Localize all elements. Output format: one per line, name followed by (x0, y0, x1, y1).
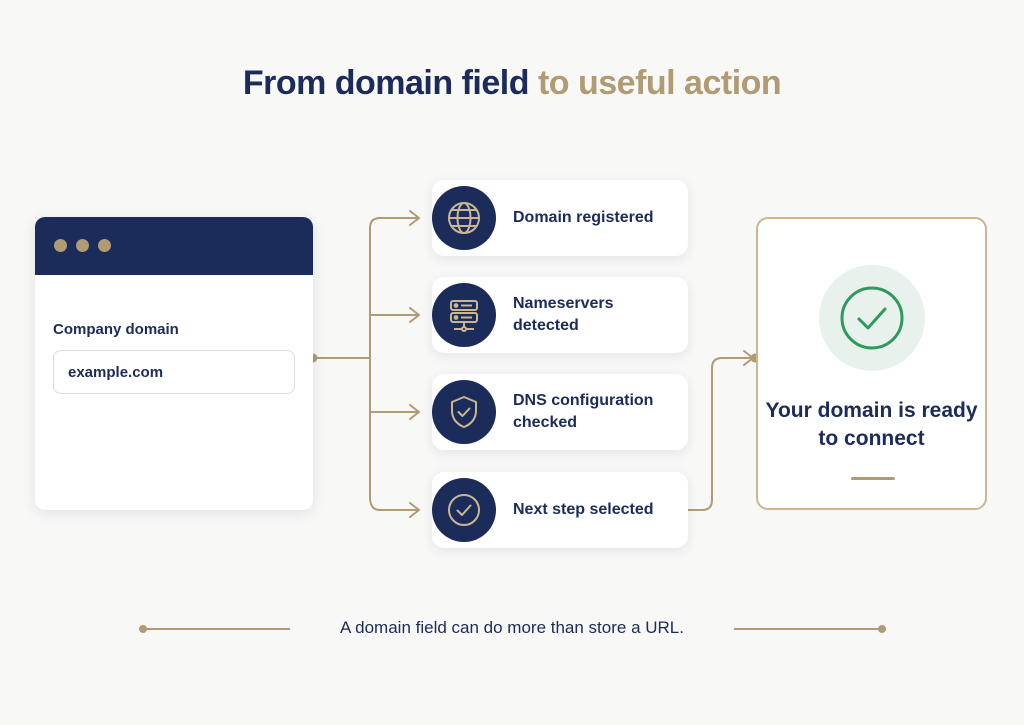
window-dot (76, 239, 89, 252)
server-icon (432, 283, 496, 347)
check-circle-icon (432, 478, 496, 542)
caption: A domain field can do more than store a … (340, 618, 684, 637)
step-label: Domain registered (513, 209, 654, 226)
company-domain-input[interactable] (53, 350, 295, 394)
shield-check-icon (432, 380, 496, 444)
globe-icon (432, 186, 496, 250)
company-domain-label: Company domain (53, 321, 179, 338)
window-dot (98, 239, 111, 252)
caption-line-left (143, 628, 290, 630)
success-check-icon (819, 265, 925, 371)
caption-line-right (734, 628, 882, 630)
browser-title-bar (35, 217, 313, 275)
step-next-step-selected: Next step selected (432, 472, 688, 548)
title-part-2: to useful action (537, 64, 782, 102)
step-nameservers-detected: Nameservers detected (432, 277, 688, 353)
step-label: Nameservers detected (513, 295, 614, 334)
step-label: Next step selected (513, 501, 654, 518)
result-message: Your domain is ready to connect (765, 399, 978, 450)
title-part-1: From domain field (242, 64, 530, 102)
step-dns-configuration-checked: DNS configuration checked (432, 374, 688, 450)
caption-dot-right (878, 625, 886, 633)
page-title: From domain field to useful action (0, 64, 1024, 103)
window-dot (54, 239, 67, 252)
result-card: Your domain is ready to connect (756, 217, 987, 510)
result-divider (851, 477, 895, 480)
step-domain-registered: Domain registered (432, 180, 688, 256)
browser-window: Company domain (35, 217, 313, 510)
step-label: DNS configuration checked (513, 392, 654, 431)
